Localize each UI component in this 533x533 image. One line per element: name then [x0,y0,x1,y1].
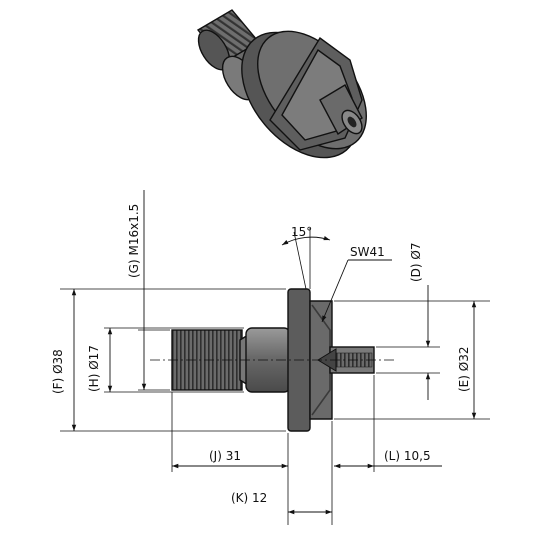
side-view [150,288,395,432]
label-H: (H) Ø17 [87,345,101,392]
label-wrench-size: SW41 [350,245,385,259]
label-K: (K) 12 [231,491,267,505]
label-angle: 15° [291,225,312,239]
label-F: (F) Ø38 [51,349,65,394]
label-G: (G) M16x1.5 [127,204,141,278]
dimensions [60,190,490,525]
dimension-labels: 15° SW41 (F) Ø38 (H) Ø17 (G) M16x1.5 (D)… [51,204,471,505]
label-E: (E) Ø32 [457,347,471,392]
iso-nozzle [319,84,363,136]
label-L: (L) 10,5 [384,449,431,463]
label-J: (J) 31 [209,449,241,463]
isometric-view [196,9,367,159]
label-D: (D) Ø7 [409,243,423,283]
iso-flange [241,30,367,159]
